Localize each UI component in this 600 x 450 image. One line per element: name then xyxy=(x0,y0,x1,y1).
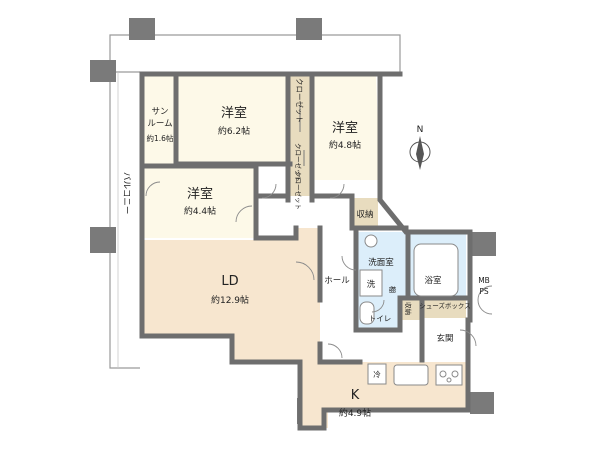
balcony-label: バルコニー xyxy=(121,172,131,214)
walls xyxy=(139,71,473,431)
shelf-label: 棚 xyxy=(388,286,397,293)
closet-short-2-label: クローゼット xyxy=(294,171,303,210)
fridge-space xyxy=(367,363,387,385)
washer-label: 洗 xyxy=(367,279,376,290)
closet-long-label: クローゼット xyxy=(295,78,305,123)
hall-label: ホール xyxy=(324,276,350,286)
bedroom-4-4-area: 約4.4帖 xyxy=(184,205,216,217)
kitchen-sink xyxy=(393,364,429,386)
bathroom-label: 浴室 xyxy=(424,275,442,286)
sunroom-label-1: サン xyxy=(151,107,168,117)
storage-1-label: 収納 xyxy=(356,209,373,220)
wash-basin xyxy=(364,234,378,248)
north-compass: N xyxy=(409,125,431,170)
bedroom-4-8-label: 洋室 xyxy=(332,120,358,136)
fridge-label: 冷 xyxy=(373,369,381,379)
ld-area: 約12.9帖 xyxy=(211,294,249,306)
mbps-label-1: MB xyxy=(478,276,490,285)
washing-machine-space xyxy=(359,269,383,297)
fixtures xyxy=(299,106,463,386)
entrance-label: 玄関 xyxy=(436,333,453,344)
stove xyxy=(435,364,463,386)
washroom-label: 洗面室 xyxy=(368,257,394,268)
north-label: N xyxy=(417,125,424,135)
sunroom-area: 約1.6帖 xyxy=(147,133,174,143)
bedroom-4-8-area: 約4.8帖 xyxy=(329,139,361,151)
sunroom-label-2: ルーム xyxy=(147,119,172,129)
ld-label: LD xyxy=(221,274,238,289)
toilet-label: トイレ xyxy=(369,314,392,323)
storage-2-label: 収納 xyxy=(404,302,413,315)
balcony-outline xyxy=(109,34,401,369)
shoes-box-label: シューズボックス xyxy=(419,301,470,310)
door-swings xyxy=(145,181,493,359)
bedroom-6-2-label: 洋室 xyxy=(221,105,247,121)
kitchen-label: K xyxy=(351,388,360,403)
kitchen-area: 約4.9帖 xyxy=(339,407,371,419)
toilet-bowl xyxy=(359,301,375,325)
bedroom-6-2-area: 約6.2帖 xyxy=(218,125,250,137)
mbps-label-2: PS xyxy=(479,287,489,296)
bathtub xyxy=(413,243,459,297)
closet-short-1-label: クローゼット xyxy=(294,143,303,182)
bedroom-4-4-label: 洋室 xyxy=(187,186,213,202)
